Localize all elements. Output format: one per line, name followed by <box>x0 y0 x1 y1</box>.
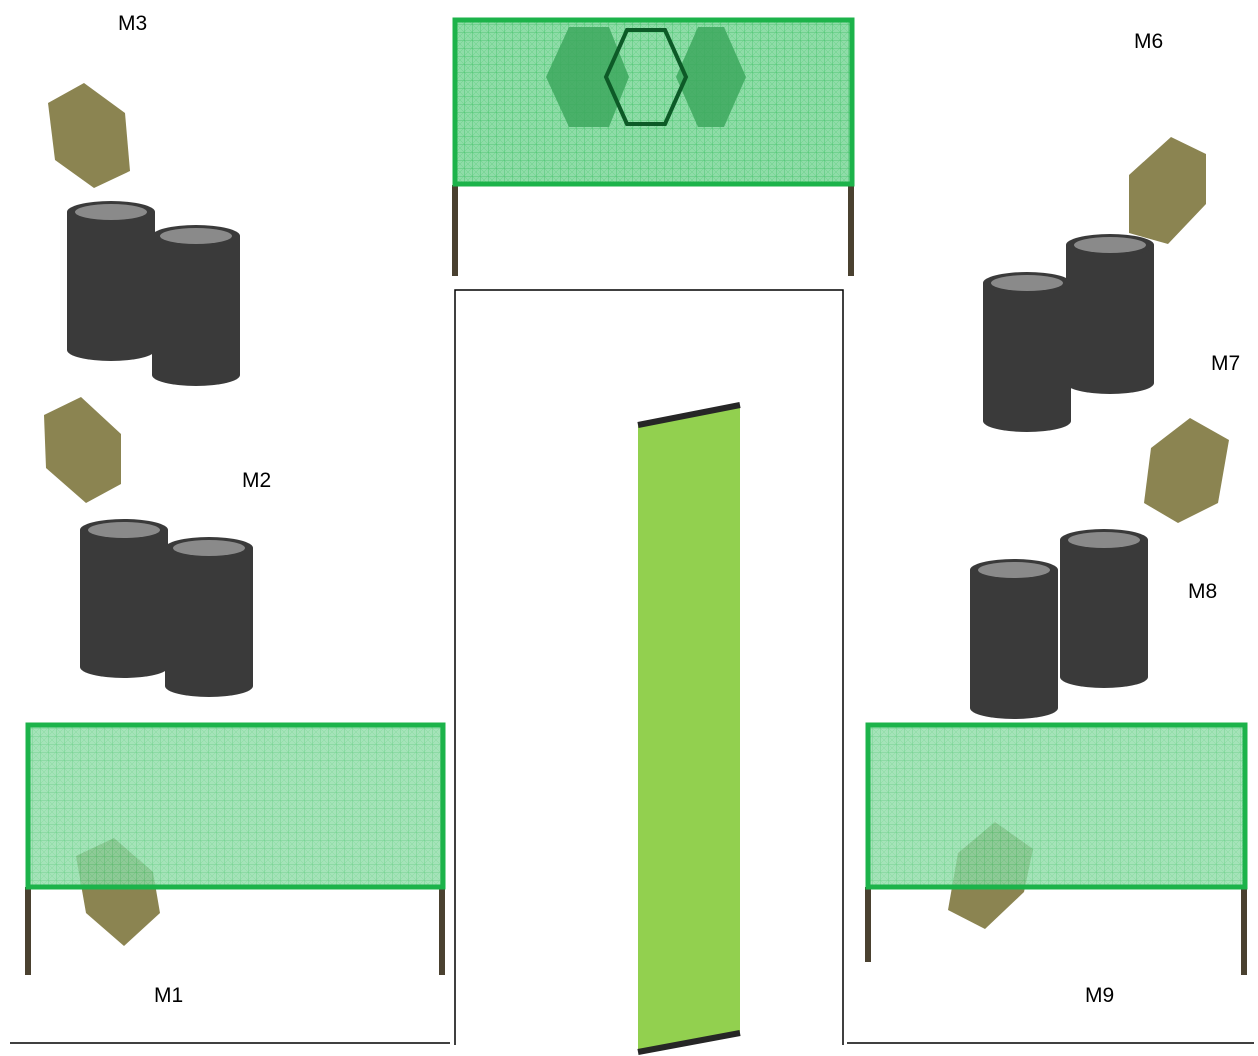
barrel-pair <box>67 201 240 386</box>
marker-label-m8: M8 <box>1188 580 1217 603</box>
barrel-pair <box>80 519 253 697</box>
goal-hexagon-right <box>676 27 746 127</box>
barrel-pair <box>970 529 1148 719</box>
hexagon-obstacle <box>48 83 130 188</box>
left-net <box>25 722 446 975</box>
right-net <box>865 722 1248 975</box>
goal-hexagon-center <box>603 28 689 126</box>
marker-label-m6: M6 <box>1134 30 1163 53</box>
goal-hexagon-left <box>546 27 629 127</box>
marker-label-m9: M9 <box>1085 984 1114 1007</box>
top-goal-net <box>452 17 855 276</box>
hexagon-obstacle <box>1144 418 1229 523</box>
center-green-panel <box>637 402 741 1055</box>
marker-label-m1: M1 <box>154 984 183 1007</box>
marker-label-m7: M7 <box>1211 352 1240 375</box>
marker-label-m3: M3 <box>118 12 147 35</box>
marker-label-m2: M2 <box>242 469 271 492</box>
hexagon-obstacle <box>1129 137 1206 244</box>
barrel-pair <box>983 234 1154 432</box>
center-enclosure <box>454 289 844 1045</box>
hexagon-obstacle <box>44 397 121 503</box>
